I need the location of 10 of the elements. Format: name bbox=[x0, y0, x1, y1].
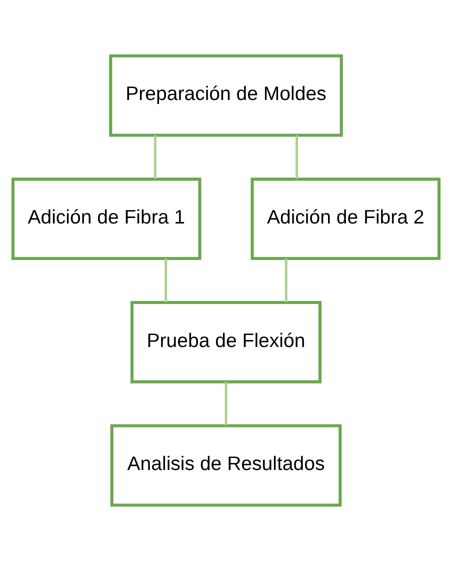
connector bbox=[284, 258, 288, 302]
node-box: Analisis de Resultados bbox=[110, 424, 342, 507]
connector bbox=[154, 135, 156, 179]
node-box: Adición de Fibra 1 bbox=[11, 178, 202, 260]
connector bbox=[224, 382, 228, 426]
connector bbox=[296, 135, 298, 179]
node-box: Adición de Fibra 2 bbox=[250, 178, 441, 260]
node-box: Preparación de Moldes bbox=[109, 54, 343, 137]
node-box: Prueba de Flexión bbox=[130, 300, 322, 384]
connector bbox=[164, 258, 168, 302]
